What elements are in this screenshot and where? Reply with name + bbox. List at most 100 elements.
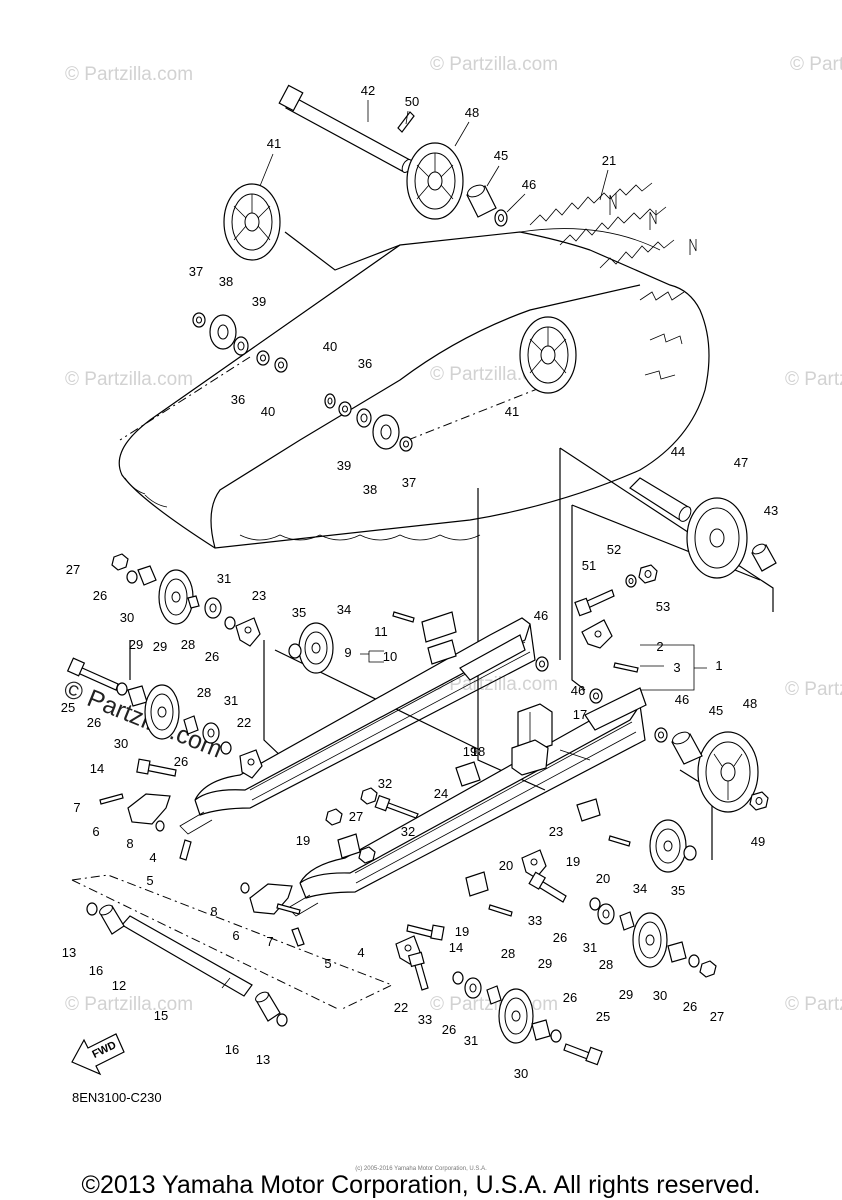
callout-26: 26: [683, 999, 697, 1014]
pin-7-b: [276, 903, 301, 915]
collar-16-a: [99, 904, 125, 935]
wheel-47: [686, 497, 748, 579]
wheel-29-a: [158, 569, 194, 625]
callout-4: 4: [149, 850, 156, 865]
bolt-33-a: [528, 871, 567, 903]
callout-26: 26: [87, 715, 101, 730]
callout-48: 48: [465, 105, 479, 120]
track-belt: [118, 182, 710, 549]
callout-28: 28: [181, 637, 195, 652]
shaft-15: [121, 915, 253, 997]
cap-35-lower: [683, 845, 697, 861]
washer-46-upper: [494, 209, 508, 227]
callout-16: 16: [225, 1042, 239, 1057]
block-19-d: [465, 871, 489, 897]
callout-22: 22: [394, 1000, 408, 1015]
washer-36-left: [256, 350, 270, 366]
washer-13-a: [86, 902, 98, 916]
callout-41: 41: [267, 136, 281, 151]
collar-31-a: [204, 597, 222, 619]
collar-44: [629, 477, 692, 522]
bracket-2: [581, 619, 613, 649]
collar-31-c: [597, 903, 615, 925]
wheel-41-lower: [519, 316, 577, 394]
callout-31: 31: [224, 693, 238, 708]
callout-36: 36: [358, 356, 372, 371]
spacer-30-c: [667, 941, 687, 963]
callout-53: 53: [656, 599, 670, 614]
bracket-10: [427, 639, 457, 665]
callout-8: 8: [126, 836, 133, 851]
callout-1: 1: [715, 658, 722, 673]
callout-38: 38: [363, 482, 377, 497]
callout-leaders: [259, 100, 707, 761]
callout-28: 28: [501, 946, 515, 961]
callout-26: 26: [174, 754, 188, 769]
spacer-30-a: [137, 565, 157, 586]
washer-26-a: [126, 570, 138, 584]
pin-20-a: [608, 835, 631, 847]
washer-26-f: [688, 954, 700, 968]
callout-28: 28: [599, 957, 613, 972]
bolt-25-b: [563, 1043, 603, 1066]
bearing-38-right: [372, 414, 400, 450]
collar-31-b: [202, 722, 220, 744]
pin-20-b: [488, 904, 513, 917]
bolt-51: [574, 589, 615, 617]
screw-5-a: [179, 839, 192, 861]
callout-24: 24: [434, 786, 448, 801]
watermark-text: © Partzilla.com: [65, 994, 193, 1015]
watermark-text: © Partzilla.com: [785, 994, 842, 1015]
callout-52: 52: [607, 542, 621, 557]
bolt-14-a: [136, 758, 177, 777]
arm-23-b: [521, 849, 547, 879]
callout-27: 27: [349, 809, 363, 824]
callout-39: 39: [337, 458, 351, 473]
watermark-text: © Partzilla.com: [65, 64, 193, 85]
diagram-code: 8EN3100-C230: [72, 1090, 162, 1105]
callout-13: 13: [62, 945, 76, 960]
callout-23: 23: [549, 824, 563, 839]
nut-27-a: [111, 553, 129, 571]
spacer-30-d: [531, 1019, 551, 1041]
watermark-text: © Partzilla.com: [430, 54, 558, 75]
callout-30: 30: [120, 610, 134, 625]
watermark-text: © Partzilla.com: [65, 369, 193, 390]
callout-29: 29: [619, 987, 633, 1002]
callout-12: 12: [112, 978, 126, 993]
collar-43: [751, 543, 777, 572]
callout-31: 31: [217, 571, 231, 586]
callout-33: 33: [528, 913, 542, 928]
callout-46: 46: [571, 683, 585, 698]
callout-14: 14: [90, 761, 104, 776]
callout-18: 18: [471, 744, 485, 759]
callout-38: 38: [219, 274, 233, 289]
watermark-text: © Partzilla.com: [430, 674, 558, 695]
callout-26: 26: [553, 930, 567, 945]
collar-28-d: [486, 985, 502, 1005]
callout-50: 50: [405, 94, 419, 109]
callout-40: 40: [261, 404, 275, 419]
watermark-text: © Partzilla.com: [785, 369, 842, 390]
shaft-42: [278, 84, 413, 173]
callout-19: 19: [566, 854, 580, 869]
wheel-29-b: [144, 684, 180, 740]
rivet-3: [613, 662, 639, 673]
slide-rail-right: [287, 687, 647, 917]
copyright-footer: ©2013 Yamaha Motor Corporation, U.S.A. A…: [82, 1171, 761, 1199]
watermark-text: © Partzilla.com: [790, 54, 842, 75]
spacer-39-right: [356, 408, 372, 428]
callout-37: 37: [402, 475, 416, 490]
callout-35: 35: [292, 605, 306, 620]
callout-27: 27: [66, 562, 80, 577]
callout-19: 19: [463, 744, 477, 759]
ring-40-left: [274, 357, 288, 373]
washer-26-h: [550, 1029, 562, 1043]
callout-44: 44: [671, 444, 685, 459]
callout-26: 26: [205, 649, 219, 664]
callout-21: 21: [602, 153, 616, 168]
bracket-11: [421, 611, 457, 643]
bolt-14-b: [406, 924, 445, 941]
collar-28-c: [619, 911, 635, 931]
